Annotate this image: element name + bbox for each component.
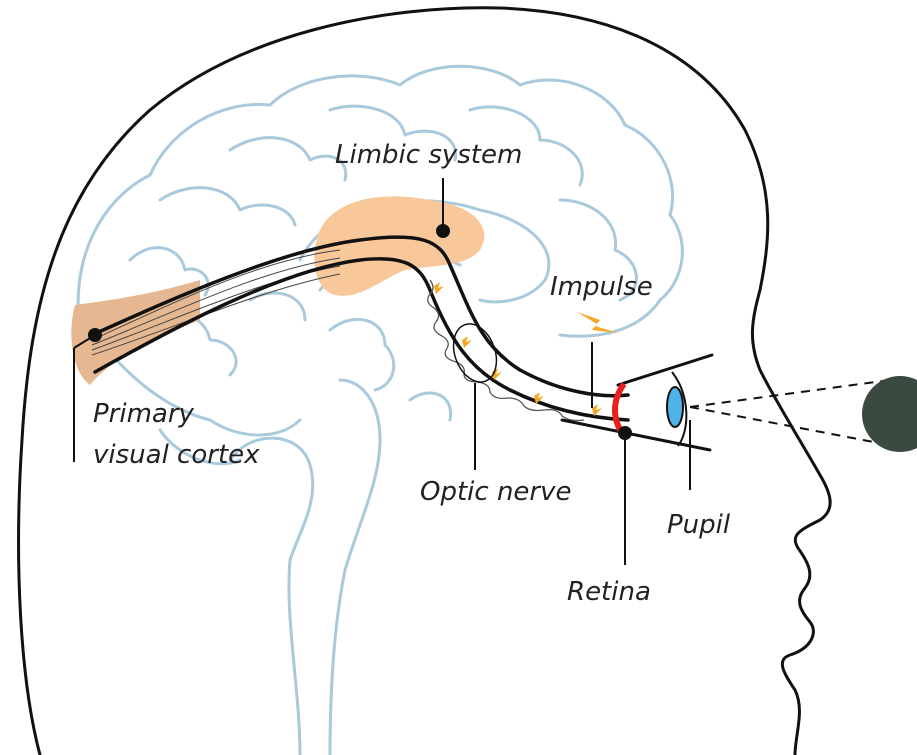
label-primary-line2: visual cortex (93, 440, 260, 470)
cortex-dot (88, 328, 102, 342)
limbic-dot (436, 224, 450, 238)
label-primary-line1: Primary (93, 399, 195, 429)
impulse-bolt-icon (577, 312, 618, 333)
label-optic-nerve: Optic nerve (420, 477, 572, 507)
label-limbic-system: Limbic system (335, 140, 522, 170)
retina-dot (618, 426, 632, 440)
label-pupil: Pupil (667, 510, 731, 540)
label-impulse: Impulse (550, 272, 653, 302)
limbic-system-region (314, 196, 484, 295)
label-retina: Retina (567, 577, 651, 607)
